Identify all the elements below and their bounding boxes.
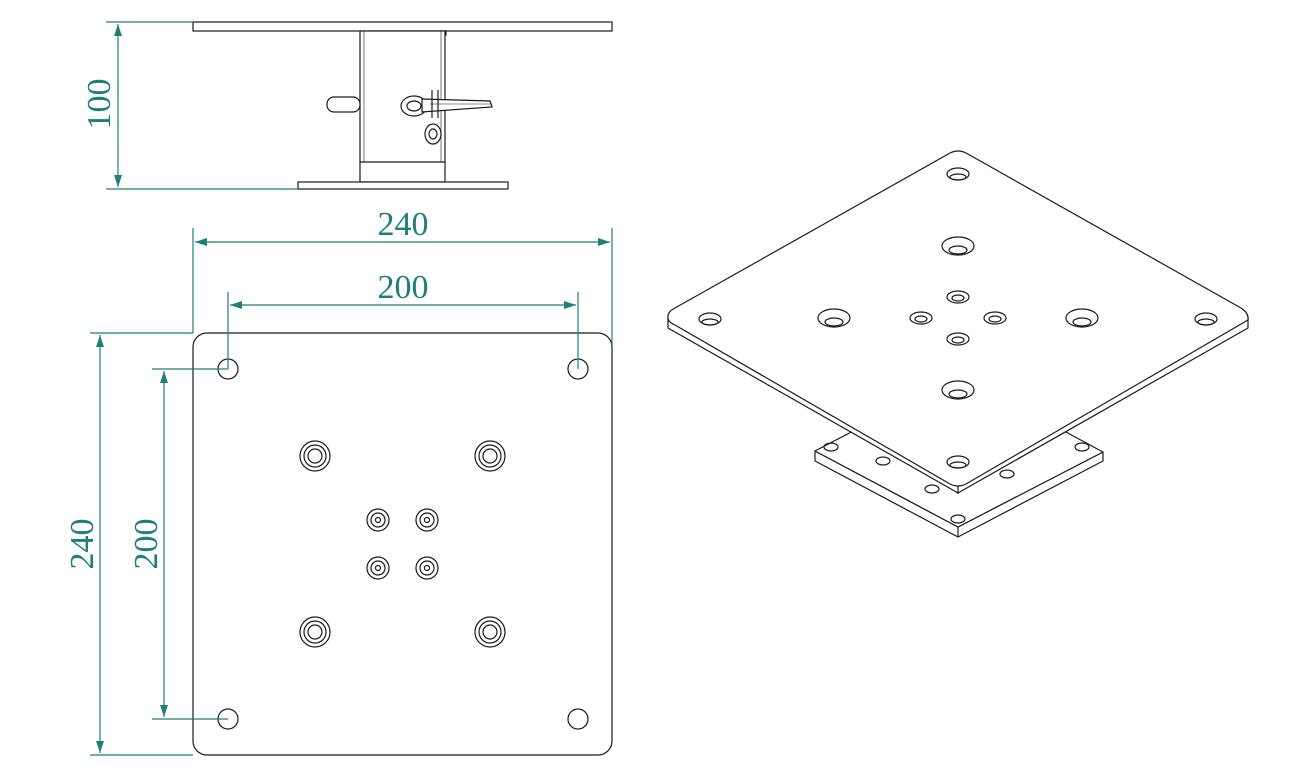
set-screw-knob: [424, 123, 442, 145]
top-width-dimensions: [192, 228, 613, 369]
iso-top-plate: [667, 150, 1249, 494]
width-outer-label: 240: [378, 206, 429, 243]
side-height-dimension: [106, 21, 298, 190]
countersunk-hole: [299, 616, 331, 648]
top-plate-side: [192, 21, 613, 32]
center-screw: [415, 508, 439, 532]
plate-outline: [192, 332, 613, 756]
center-screw: [366, 556, 390, 580]
left-pin: [326, 96, 361, 113]
countersunk-hole: [474, 616, 506, 648]
side-height-label: 100: [81, 79, 118, 130]
center-screw: [366, 508, 390, 532]
top-height-dimensions: [90, 332, 228, 756]
countersunk-hole: [474, 440, 506, 472]
countersunk-hole: [299, 440, 331, 472]
side-view: [192, 21, 613, 190]
width-holes-label: 200: [378, 269, 429, 306]
center-screw: [415, 556, 439, 580]
height-holes-label: 200: [128, 519, 165, 570]
bottom-plate-side: [297, 181, 509, 190]
clamp-handle: [400, 90, 493, 118]
height-outer-label: 240: [64, 519, 101, 570]
corner-hole-br: [567, 708, 589, 730]
top-view: [192, 332, 613, 756]
isometric-view: [667, 150, 1249, 538]
